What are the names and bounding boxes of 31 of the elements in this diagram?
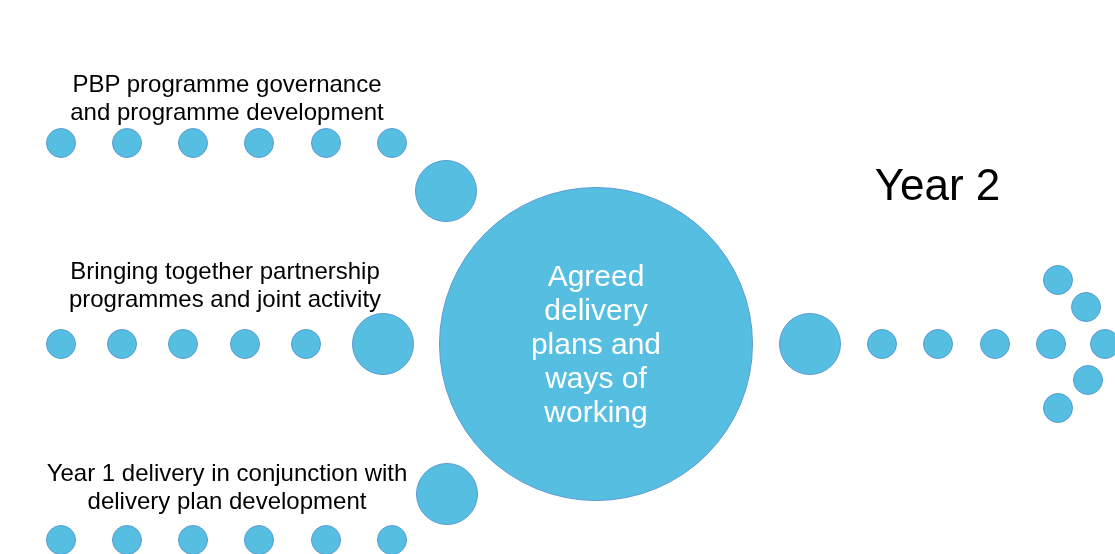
stream-label: Year 1 delivery in conjunction with delivery plan development: [45, 459, 409, 515]
dot-circle: [178, 128, 208, 158]
dot-circle: [980, 329, 1010, 359]
node-text: Agreed delivery plans and ways of working: [529, 259, 663, 429]
dot-circle: [168, 329, 198, 359]
dot-circle: [230, 329, 260, 359]
dot-circle: [178, 525, 208, 554]
heading-label: Year 2: [873, 160, 1002, 211]
dot-circle: [923, 329, 953, 359]
dot-circle: [46, 128, 76, 158]
dot-circle: [112, 525, 142, 554]
dot-circle: [1090, 329, 1115, 359]
dot-circle: [311, 128, 341, 158]
dot-circle: [244, 128, 274, 158]
dot-circle: [46, 525, 76, 554]
stream-label: PBP programme governance and programme development: [69, 70, 385, 126]
dot-circle: [1073, 365, 1103, 395]
dot-circle: [867, 329, 897, 359]
dot-circle: [1043, 265, 1073, 295]
dot-circle: [1036, 329, 1066, 359]
stream-label: Bringing together partnership programmes and joint activity: [67, 257, 383, 313]
dot-circle: [46, 329, 76, 359]
dot-circle: [377, 128, 407, 158]
dot-circle: [112, 128, 142, 158]
dot-circle: [291, 329, 321, 359]
dot-circle: [107, 329, 137, 359]
dot-circle: [244, 525, 274, 554]
dot-circle: [1071, 292, 1101, 322]
dot-circle: [377, 525, 407, 554]
dot-circle: [1043, 393, 1073, 423]
dot-circle: [311, 525, 341, 554]
